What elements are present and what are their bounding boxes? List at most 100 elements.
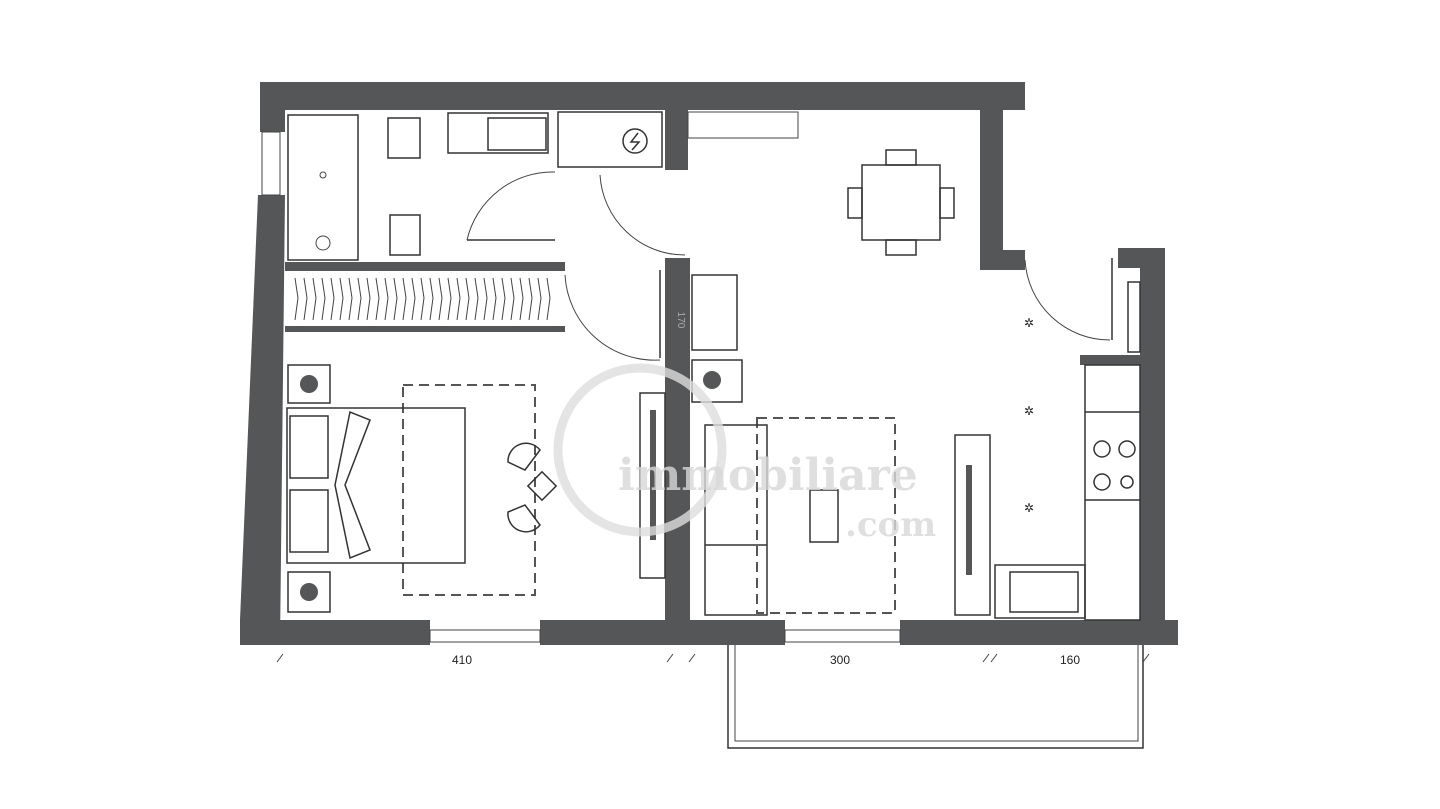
- hanger: [528, 277, 533, 321]
- radiator: [1127, 281, 1141, 353]
- dimension-kitchen: 160: [1060, 653, 1080, 667]
- rug: [756, 417, 896, 614]
- central-wall: [665, 258, 690, 645]
- lightning-icon: [629, 132, 641, 151]
- hanger: [447, 277, 452, 321]
- folded-duvet: [334, 410, 371, 560]
- sink-counter: [447, 112, 549, 154]
- rug: [402, 384, 536, 596]
- right-wall: [1140, 248, 1165, 643]
- sink: [487, 117, 547, 151]
- tv: [966, 465, 972, 575]
- dimension-bedroom: 410: [452, 653, 472, 667]
- appliance-unit: [557, 111, 663, 168]
- sofa: [704, 424, 768, 616]
- hanger: [366, 277, 371, 321]
- hanger: [519, 277, 524, 321]
- burner-icon: [1120, 475, 1134, 489]
- pillow: [289, 489, 329, 553]
- balcony-railing: [734, 645, 1139, 742]
- pillow: [289, 415, 329, 479]
- kitchen-wall: [1080, 355, 1142, 365]
- hanger: [330, 277, 335, 321]
- balcony: [727, 645, 1144, 749]
- ceiling-light-icon: ✲: [1024, 404, 1034, 418]
- chair: [507, 442, 541, 471]
- cabinet: [691, 274, 738, 351]
- wardrobe: [294, 277, 551, 321]
- nightstand-lamp: [287, 571, 331, 613]
- hanger: [294, 277, 299, 321]
- side-table: [526, 470, 558, 502]
- hanger: [429, 277, 434, 321]
- window-bath: [261, 131, 281, 196]
- hanger: [474, 277, 479, 321]
- kitchen-counter: [1084, 364, 1141, 621]
- ceiling-light-icon: ✲: [1024, 501, 1034, 515]
- hanger: [411, 277, 416, 321]
- bed: [286, 407, 466, 564]
- chair: [885, 239, 917, 256]
- central-wall-upper: [665, 110, 688, 170]
- hanger: [375, 277, 380, 321]
- left-wall-upper: [260, 82, 285, 132]
- dimensions: 410 300 160 170: [276, 312, 1150, 667]
- electric-panel-icon: [622, 128, 648, 154]
- chair: [847, 187, 863, 219]
- kitchen: [994, 281, 1141, 621]
- watermark-suffix: .com: [845, 505, 936, 545]
- burner-icon: [1118, 440, 1136, 458]
- hanger: [393, 277, 398, 321]
- window-living: [784, 629, 901, 643]
- hanger: [465, 277, 470, 321]
- bedroom-door-swing: [564, 274, 661, 361]
- bathroom: [287, 111, 663, 261]
- watermark-brand: immobiliare: [618, 450, 918, 501]
- hanger: [312, 277, 317, 321]
- hanger: [339, 277, 344, 321]
- bottom-wall-right: [900, 620, 1178, 645]
- radiator: [639, 392, 666, 579]
- hanger: [483, 277, 488, 321]
- walls: [240, 82, 1178, 645]
- watermark: immobiliare .com: [553, 363, 936, 545]
- windows: [261, 111, 901, 643]
- window-bedroom: [429, 629, 541, 643]
- kitchen-sink-counter: [994, 564, 1086, 619]
- wardrobe-front: [285, 326, 565, 332]
- hanger: [501, 277, 506, 321]
- bottom-wall-middle: [540, 620, 785, 645]
- dimension-ticks: [276, 653, 1150, 663]
- wardrobe-wall: [285, 262, 565, 271]
- hanger: [420, 277, 425, 321]
- lamp-icon: [300, 583, 318, 601]
- coffee-table: [809, 489, 839, 543]
- balcony-wall: [980, 110, 1003, 270]
- tv: [650, 410, 656, 540]
- hanger: [438, 277, 443, 321]
- hanger: [357, 277, 362, 321]
- nightstand-lamp: [287, 364, 331, 404]
- shelf-top: [687, 111, 799, 139]
- hanger: [402, 277, 407, 321]
- bath-door-swing: [466, 171, 556, 241]
- kitchen-sink: [1009, 571, 1079, 613]
- tap: [315, 235, 331, 251]
- balcony-wall-return: [980, 250, 1025, 270]
- burner-icon: [1093, 440, 1111, 458]
- bathtub: [287, 114, 359, 261]
- burner-icon: [1093, 473, 1111, 491]
- chair: [885, 149, 917, 166]
- hanger: [348, 277, 353, 321]
- hanger: [303, 277, 308, 321]
- hanger: [321, 277, 326, 321]
- top-wall: [260, 82, 1025, 110]
- ceiling-light-icon: ✲: [1024, 316, 1034, 330]
- dimension-living: 300: [830, 653, 850, 667]
- hanger: [384, 277, 389, 321]
- hanger: [537, 277, 542, 321]
- bedroom: [286, 364, 666, 613]
- lamp-icon: [703, 371, 721, 389]
- chair: [939, 187, 955, 219]
